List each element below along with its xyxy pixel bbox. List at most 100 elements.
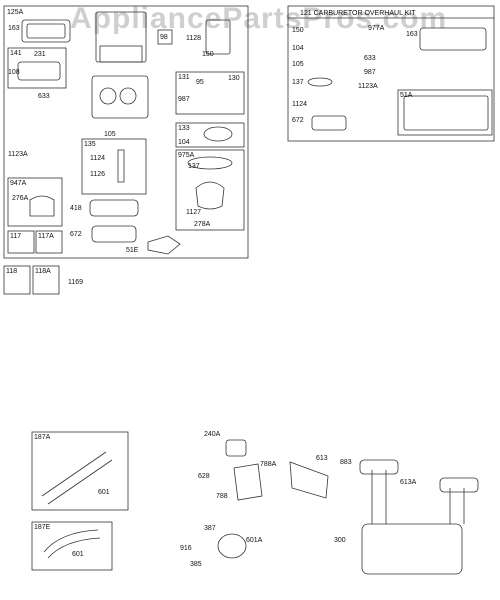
part-613A: 613A bbox=[400, 479, 417, 486]
box-187A bbox=[31, 431, 129, 511]
muffler-300 bbox=[361, 523, 463, 575]
part-601-b: 601 bbox=[72, 551, 84, 558]
bowl-133 bbox=[203, 126, 233, 142]
label-118A: 118A bbox=[35, 268, 51, 275]
label-975A: 975A bbox=[178, 152, 195, 159]
part-628: 628 bbox=[198, 473, 210, 480]
part-788A: 788A bbox=[260, 461, 277, 468]
label-141: 141 bbox=[10, 50, 22, 57]
kit-part-1123A: 1123A bbox=[358, 83, 378, 90]
kit-125A-box bbox=[3, 5, 249, 259]
part-601-a: 601 bbox=[98, 489, 110, 496]
part-130: 130 bbox=[228, 75, 240, 82]
watermark: AppliancePartsPros.com bbox=[70, 2, 448, 35]
part-163: 163 bbox=[8, 25, 20, 32]
bowl-975A bbox=[187, 156, 233, 170]
solenoid-947A bbox=[29, 195, 55, 217]
label-187E: 187E bbox=[34, 524, 51, 531]
kit-part-163: 163 bbox=[406, 31, 418, 38]
part-104: 104 bbox=[178, 139, 190, 146]
box-117 bbox=[7, 230, 35, 254]
box-135 bbox=[81, 138, 147, 195]
box-51A bbox=[397, 89, 493, 136]
part-883: 883 bbox=[340, 459, 352, 466]
label-118: 118 bbox=[6, 268, 17, 275]
kit-part-672: 672 bbox=[292, 117, 304, 124]
part-613: 613 bbox=[316, 455, 328, 462]
box-98 bbox=[157, 29, 173, 45]
box-141 bbox=[7, 47, 67, 89]
box-947A bbox=[7, 177, 63, 227]
kit-part-104: 104 bbox=[292, 45, 304, 52]
part-1126: 1126 bbox=[90, 171, 105, 178]
part-788: 788 bbox=[216, 493, 228, 500]
gasket-51E bbox=[147, 235, 181, 255]
part-276A: 276A bbox=[12, 195, 29, 202]
exhaust-pipe-left bbox=[371, 470, 387, 524]
filter-240A bbox=[225, 439, 247, 457]
kit-part-977A: 977A bbox=[368, 25, 385, 32]
gasket-163 bbox=[21, 19, 71, 43]
kit-part-1124: 1124 bbox=[292, 101, 307, 108]
part-51E: 51E bbox=[126, 247, 139, 254]
box-118A bbox=[32, 265, 60, 295]
gasket-418 bbox=[89, 199, 139, 217]
part-1128: 1128 bbox=[186, 35, 201, 42]
tube-187A bbox=[41, 451, 113, 505]
part-108: 108 bbox=[8, 69, 20, 76]
part-1169: 1169 bbox=[68, 279, 83, 286]
rod-135 bbox=[117, 149, 125, 183]
bracket-1128 bbox=[205, 19, 231, 55]
label-947A: 947A bbox=[10, 180, 27, 187]
carburetor-body bbox=[91, 75, 149, 119]
part-105: 105 bbox=[104, 131, 116, 138]
part-1124: 1124 bbox=[90, 155, 105, 162]
kit-part-137: 137 bbox=[292, 79, 304, 86]
box-133 bbox=[175, 122, 245, 148]
part-387: 387 bbox=[204, 525, 216, 532]
part-633: 633 bbox=[38, 93, 50, 100]
part-601A: 601A bbox=[246, 537, 263, 544]
label-117: 117 bbox=[10, 233, 21, 240]
part-300: 300 bbox=[334, 537, 346, 544]
label-carb-kit: 121 CARBURETOR OVERHAUL KIT bbox=[300, 10, 416, 17]
part-1123A: 1123A bbox=[8, 151, 28, 158]
part-150: 150 bbox=[202, 51, 214, 58]
part-278A: 278A bbox=[194, 221, 211, 228]
label-125A: 125A bbox=[7, 9, 24, 16]
exhaust-pipe-right bbox=[449, 488, 465, 524]
part-672: 672 bbox=[70, 231, 82, 238]
bracket-788 bbox=[233, 463, 263, 501]
box-187E bbox=[31, 521, 113, 571]
bracket-788A bbox=[289, 461, 329, 499]
part-385: 385 bbox=[190, 561, 202, 568]
part-987: 987 bbox=[178, 96, 190, 103]
part-95: 95 bbox=[196, 79, 204, 86]
kit-part-633: 633 bbox=[364, 55, 376, 62]
label-187A: 187A bbox=[34, 434, 51, 441]
kit-121-box bbox=[287, 5, 495, 142]
part-1127: 1127 bbox=[186, 209, 201, 216]
fitting-387 bbox=[217, 533, 247, 559]
part-137: 137 bbox=[188, 163, 200, 170]
kit-part-150: 150 bbox=[292, 27, 304, 34]
part-231: 231 bbox=[34, 51, 46, 58]
part-418: 418 bbox=[70, 205, 82, 212]
kit-part-987: 987 bbox=[364, 69, 376, 76]
part-916: 916 bbox=[180, 545, 192, 552]
box-131 bbox=[175, 71, 245, 115]
label-131: 131 bbox=[178, 74, 190, 81]
box-118 bbox=[3, 265, 31, 295]
box-975A bbox=[175, 149, 245, 231]
label-133: 133 bbox=[178, 125, 190, 132]
kit-part-105: 105 bbox=[292, 61, 304, 68]
label-51A: 51A bbox=[400, 92, 413, 99]
label-98: 98 bbox=[160, 34, 168, 41]
gasket-672 bbox=[91, 225, 137, 243]
part-240A: 240A bbox=[204, 431, 221, 438]
box-117A bbox=[35, 230, 63, 254]
label-135: 135 bbox=[84, 141, 96, 148]
gasket-108 bbox=[17, 61, 61, 81]
gasket-upper bbox=[95, 11, 147, 63]
